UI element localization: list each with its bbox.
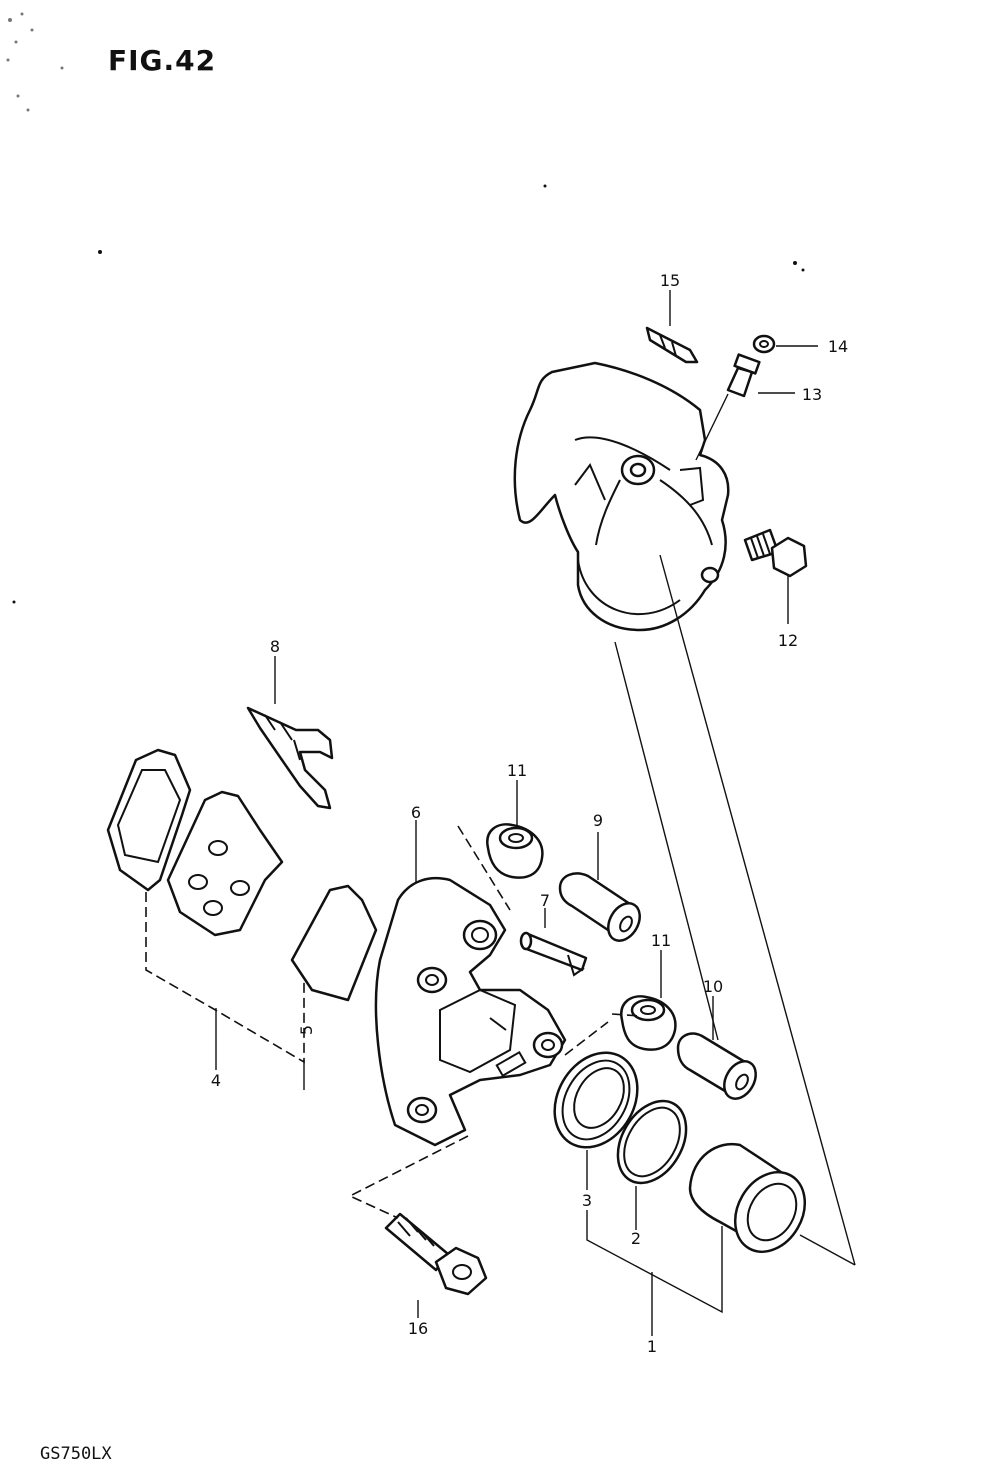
caliper-holder [374,876,567,1147]
pad-mounting-pin [519,931,588,977]
callout-10: 10 [703,977,723,996]
pad-shim [290,884,378,1002]
callout-labels: 15 14 13 12 8 11 6 9 7 11 10 5 4 3 2 16 … [211,271,848,1356]
scan-specks [6,12,805,604]
callout-15: 15 [660,271,680,290]
bleeder-valve [726,353,761,398]
sleeve-boot-lower [620,995,677,1051]
callout-1: 1 [647,1337,657,1356]
callout-5: 5 [297,1025,316,1035]
brake-pad-inner [166,790,284,937]
callout-11-lower: 11 [651,931,671,950]
bleeder-cap [752,334,776,354]
caliper-piston [688,1142,807,1253]
leader-lines [145,290,856,1336]
pad-spring-upper [645,326,699,364]
callout-2: 2 [631,1229,641,1248]
callout-4: 4 [211,1071,221,1090]
callout-7: 7 [540,891,550,910]
piston-seal [616,1099,688,1185]
callout-3: 3 [582,1191,592,1210]
callout-16: 16 [408,1319,428,1338]
brake-pad-outer [106,748,192,892]
callout-12: 12 [778,631,798,650]
callout-13: 13 [802,385,822,404]
slide-pin-lower [676,1032,757,1100]
slide-pin-upper [558,872,641,942]
caliper-housing [513,361,730,632]
callout-9: 9 [593,811,603,830]
callout-6: 6 [411,803,421,822]
pad-spring-clip [246,706,334,810]
callout-14: 14 [828,337,848,356]
holder-bolt [384,1212,488,1296]
sleeve-boot-upper [486,823,544,879]
model-code: GS750LX [40,1444,112,1464]
callout-8: 8 [270,637,280,656]
callout-11-upper: 11 [507,761,527,780]
caliper-mounting-bolt [743,528,808,578]
dust-seal [553,1051,639,1149]
figure-title: FIG.42 [108,44,217,77]
